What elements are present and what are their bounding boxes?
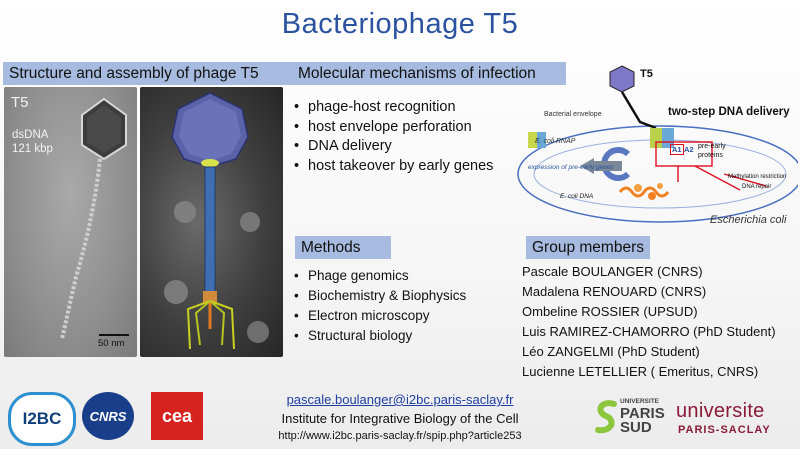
member-item: Madalena RENOUARD (CNRS) [522, 284, 707, 299]
method-item: Phage genomics [294, 266, 466, 286]
cnrs-logo: CNRS [82, 392, 134, 440]
diagram-phage-label: T5 [640, 68, 653, 80]
paris-sud-emblem [595, 400, 617, 434]
page-title: Bacteriophage T5 [281, 8, 519, 40]
email-link[interactable]: pascale.boulanger@i2bc.paris-saclay.fr [286, 392, 514, 407]
ecoli-dna-label: E. coli DNA [560, 193, 594, 200]
mechanism-item: host takeover by early genes [294, 157, 493, 177]
website-url[interactable]: http://www.i2bc.paris-saclay.fr/spip.php… [278, 430, 522, 442]
mechanism-item: phage-host recognition [294, 98, 493, 118]
paris-sud-line2: PARIS [620, 405, 665, 422]
members-list: Pascale BOULANGER (CNRS) Madalena RENOUA… [522, 262, 776, 382]
member-item: Luis RAMIREZ-CHAMORRO (PhD Student) [522, 324, 776, 339]
dna-repair-label: DNA repair [742, 184, 772, 190]
saclay-line2: PARIS-SACLAY [678, 424, 771, 436]
member-item: Lucienne LETELLIER ( Emeritus, CNRS) [522, 364, 759, 379]
paris-sud-logo: UNIVERSITE PARIS SUD [594, 398, 670, 438]
cea-logo: cea [151, 392, 203, 440]
expression-label: expression of pre-early genes [528, 164, 614, 171]
methods-heading: Methods [295, 236, 391, 259]
mechanisms-heading: Molecular mechanisms of infection [292, 62, 566, 85]
kbp-label: 121 kbp [12, 143, 53, 155]
method-item: Electron microscopy [294, 306, 466, 326]
methods-list: Phage genomics Biochemistry & Biophysics… [294, 266, 466, 346]
phage-3d-model [140, 87, 283, 357]
institute-name: Institute for Integrative Biology of the… [281, 411, 519, 426]
paris-sud-line3: SUD [620, 419, 652, 436]
pre-early-label: pre-early proteins [698, 143, 726, 159]
cnrs-logo-text: CNRS [89, 408, 127, 424]
paris-saclay-logo: universite PARIS-SACLAY [676, 400, 796, 440]
members-heading: Group members [526, 236, 650, 259]
method-item: Structural biology [294, 326, 466, 346]
mechanism-item: DNA delivery [294, 137, 493, 157]
mechanisms-list: phage-host recognition host envelope per… [294, 98, 493, 176]
cea-logo-text: cea [161, 405, 193, 426]
envelope-label: Bacterial envelope [544, 111, 602, 118]
t5-label: T5 [11, 94, 29, 111]
paris-sud-line1: UNIVERSITE [620, 398, 660, 405]
species-label: Escherichia coli [710, 214, 787, 226]
saclay-line1: universite [676, 400, 765, 422]
i2bc-logo: I2BC [8, 392, 76, 446]
a2-label: A2 [684, 145, 694, 154]
structure-heading: Structure and assembly of phage T5 [3, 62, 295, 85]
phage-micrograph-drawing [60, 97, 127, 340]
scale-bar [99, 334, 129, 336]
dsdna-label: dsDNA [12, 129, 49, 141]
method-item: Biochemistry & Biophysics [294, 286, 466, 306]
phage-model-drawing [164, 92, 269, 350]
member-item: Ombeline ROSSIER (UPSUD) [522, 304, 698, 319]
two-step-label: two-step DNA delivery [668, 106, 790, 118]
em-micrograph: T5 dsDNA 121 kbp 50 nm [4, 87, 137, 357]
rnap-label: E. coli RNAP [535, 138, 576, 145]
infection-diagram: T5 two-step DNA delivery Bacterial envel… [510, 62, 800, 232]
infection-diagram-drawing [517, 65, 800, 223]
mechanism-item: host envelope perforation [294, 118, 493, 138]
methylation-label: Methylation restriction [728, 174, 787, 180]
member-item: Léo ZANGELMI (PhD Student) [522, 344, 700, 359]
a1-label: A1 [670, 144, 684, 155]
i2bc-logo-text: I2BC [22, 409, 62, 428]
member-item: Pascale BOULANGER (CNRS) [522, 264, 703, 279]
scale-bar-label: 50 nm [98, 338, 125, 349]
